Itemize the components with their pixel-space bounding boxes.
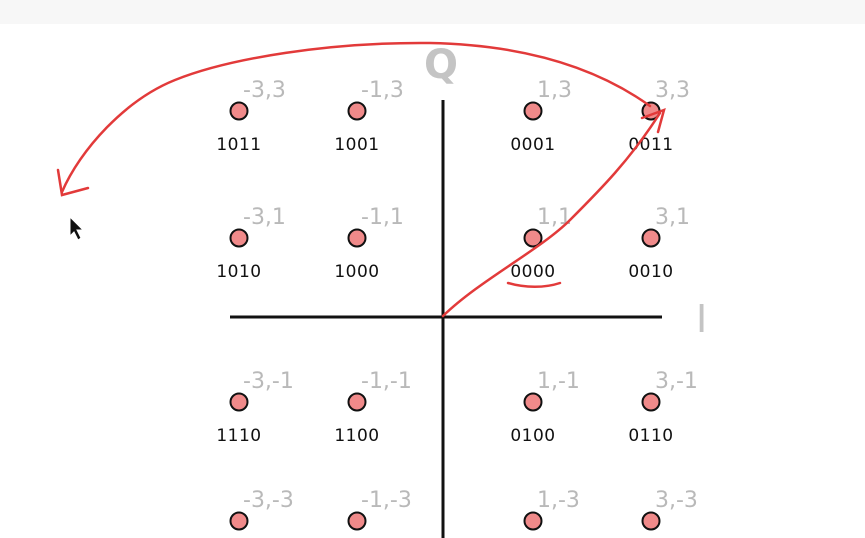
point-bits-label: 1001 [334,135,379,155]
point-coordinate-label: -1,-3 [361,488,412,513]
point-coordinate-label: -3,1 [243,205,286,230]
point-bits-label: 1000 [334,262,379,282]
point-marker [229,228,249,248]
point-marker [523,392,543,412]
point-coordinate-label: -1,1 [361,205,404,230]
point-coordinate-label: -3,3 [243,78,286,103]
bottom-strip [0,528,865,538]
point-coordinate-label: 1,-3 [537,488,580,513]
point-bits-label: 0010 [628,262,673,282]
point-coordinate-label: -3,-1 [243,369,294,394]
point-coordinate-label: -1,3 [361,78,404,103]
big-arc-arrowhead [56,168,90,197]
diagonal-arrowhead [640,108,666,134]
point-coordinate-label: 1,-1 [537,369,580,394]
point-coordinate-label: 3,1 [655,205,690,230]
constellation-point: -1,1 1000 [334,205,404,282]
constellation-point: 3,-3 [641,488,698,531]
point-marker [229,511,249,531]
point-marker [347,228,367,248]
point-bits-label: 0110 [628,426,673,446]
point-marker [523,511,543,531]
point-marker [523,101,543,121]
constellation-point: 1,3 0001 [510,78,572,155]
constellation-point: 3,1 0010 [628,205,690,282]
point-bits-label: 1010 [216,262,261,282]
point-marker [347,511,367,531]
constellation-point: -1,-1 1100 [334,369,412,446]
q-axis-label: Q [424,42,458,88]
point-marker [523,228,543,248]
constellation-point: 1,-1 0100 [510,369,580,446]
point-marker [641,511,661,531]
point-marker [229,101,249,121]
point-marker [347,392,367,412]
point-bits-label: 0000 [510,262,555,282]
point-bits-label: 1100 [334,426,379,446]
point-coordinate-label: -3,-3 [243,488,294,513]
point-bits-label: 0001 [510,135,555,155]
top-bar [0,0,865,24]
point-coordinate-label: 3,3 [655,78,690,103]
diagonal-arrow [441,111,662,318]
point-coordinate-label: 3,-3 [655,488,698,513]
i-axis-label: I [696,297,707,341]
constellation-point: 1,1 0000 [510,205,572,282]
point-marker [641,228,661,248]
point-bits-label: 1011 [216,135,261,155]
constellation-point: -3,3 1011 [216,78,286,155]
point-coordinate-label: 1,1 [537,205,572,230]
mouse-cursor-icon [69,215,85,241]
constellation-point: -3,-1 1110 [216,369,294,446]
point-coordinate-label: 1,3 [537,78,572,103]
point-marker [641,392,661,412]
point-bits-label: 1110 [216,426,261,446]
big-arc [60,41,652,194]
constellation-points: -3,3 1011 -1,3 1001 1,3 0001 3,3 0011 -3,1 1010 -1… [216,78,698,531]
constellation-point: -1,3 1001 [334,78,404,155]
constellation-point: -1,-3 [347,488,412,531]
constellation-point: -3,1 1010 [216,205,286,282]
constellation-point: -3,-3 [229,488,294,531]
constellation-point: 1,-3 [523,488,580,531]
constellation-point: 3,-1 0110 [628,369,698,446]
point-coordinate-label: 3,-1 [655,369,698,394]
point-bits-label: 0011 [628,135,673,155]
point-marker [347,101,367,121]
point-coordinate-label: -1,-1 [361,369,412,394]
annotations [56,41,666,318]
point-bits-label: 0100 [510,426,555,446]
underline-annotation [506,281,562,288]
point-marker [229,392,249,412]
